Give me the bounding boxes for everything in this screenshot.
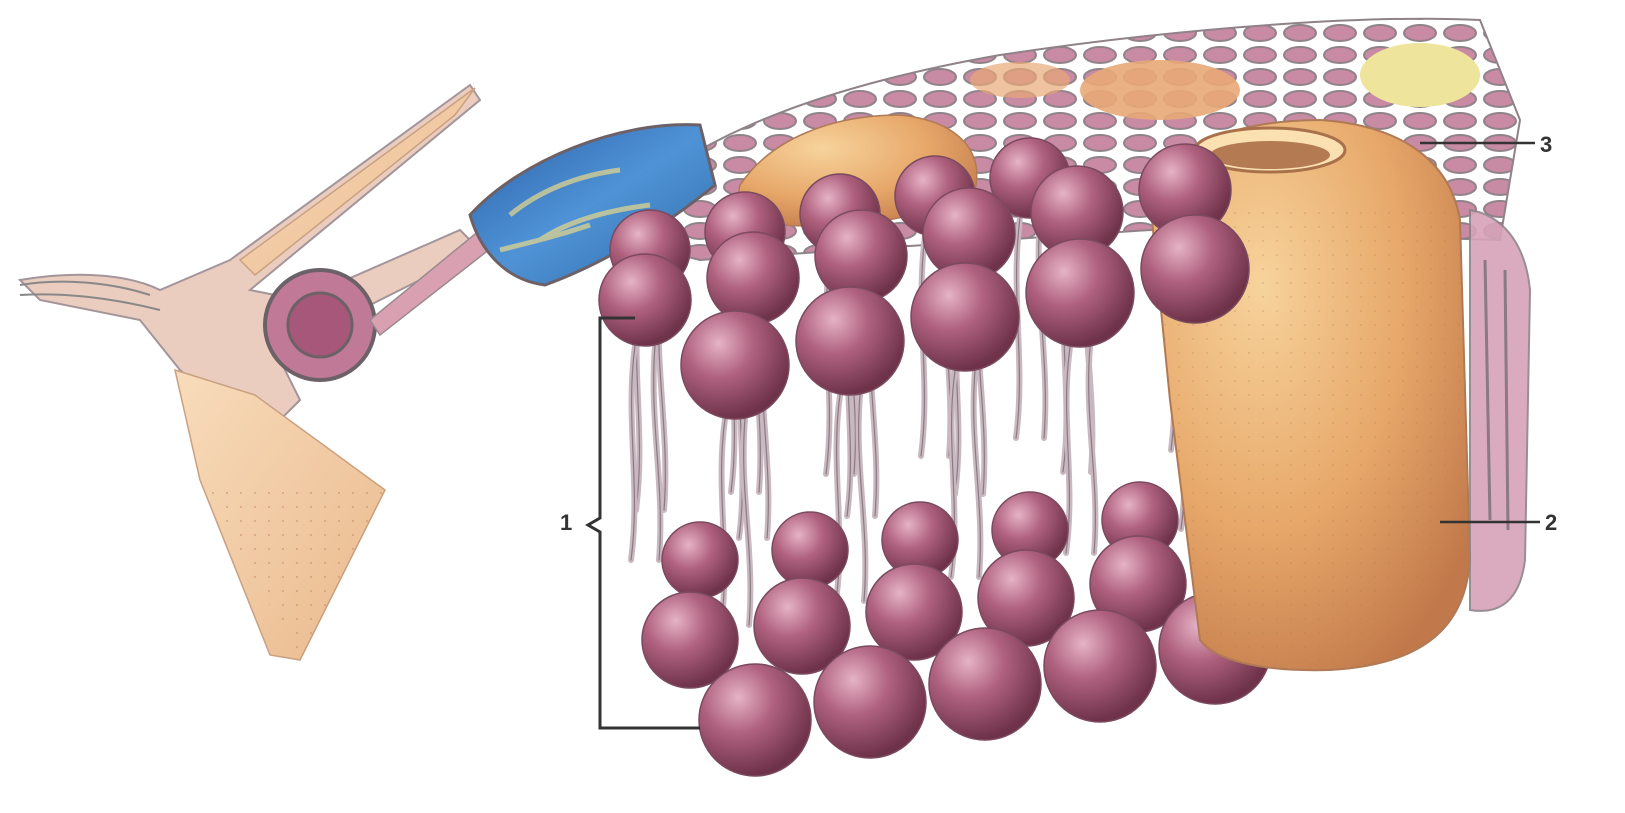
phospholipid-head-icon <box>772 512 848 588</box>
phospholipid-head-icon <box>599 254 691 346</box>
label-2: 2 <box>1545 510 1557 535</box>
phospholipid-head-icon <box>1141 215 1249 323</box>
phospholipid-head-icon <box>911 263 1019 371</box>
membrane-edge-right <box>1470 210 1530 611</box>
phospholipid-head-icon <box>662 522 738 598</box>
phospholipid-head-icon <box>1044 610 1156 722</box>
phospholipid-head-icon <box>929 628 1041 740</box>
phospholipid-head-icon <box>796 287 904 395</box>
phospholipid-head-icon <box>699 664 811 776</box>
label-3: 3 <box>1540 132 1552 157</box>
glycocalyx-chain-icon <box>20 85 495 660</box>
phospholipid-head-icon <box>814 646 926 758</box>
phospholipid-head-icon <box>707 232 799 324</box>
label-1: 1 <box>560 510 572 535</box>
phospholipid-head-icon <box>681 311 789 419</box>
phospholipid-head-icon <box>1026 239 1134 347</box>
